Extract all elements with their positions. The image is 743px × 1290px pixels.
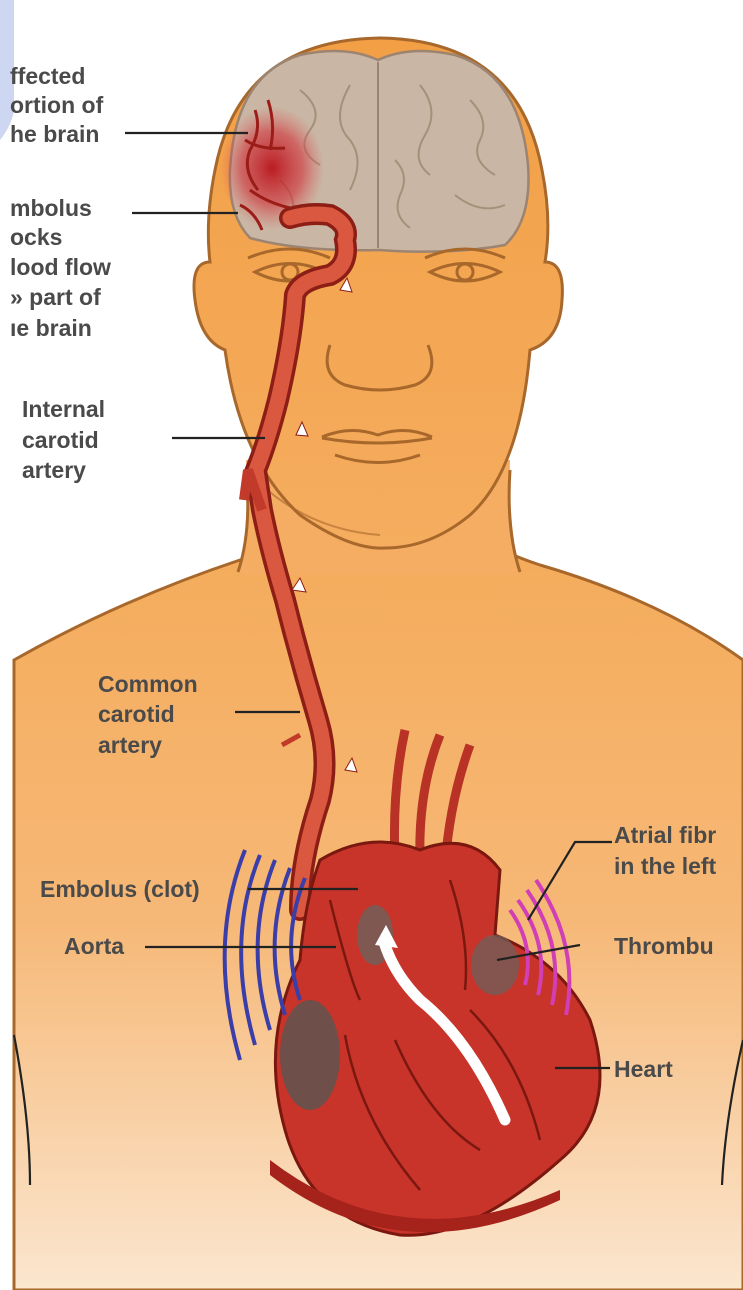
label-atrial-fib-line1: Atrial fibr — [614, 822, 716, 848]
label-affected-line3: he brain — [10, 121, 99, 147]
label-internal-carotid-line3: artery — [22, 457, 86, 483]
label-internal-carotid-line1: Internal — [22, 396, 105, 422]
label-thrombus: Thrombu — [614, 933, 714, 959]
label-heart: Heart — [614, 1056, 673, 1082]
label-internal-carotid-line2: carotid — [22, 427, 99, 453]
label-affected-line2: ortion of — [10, 92, 104, 118]
label-embolus-blocks-line2: ocks — [10, 224, 62, 250]
label-embolus-blocks-line4: » part of — [10, 284, 101, 310]
label-embolus-blocks-line5: ıe brain — [10, 315, 92, 341]
label-embolus-clot: Embolus (clot) — [40, 876, 200, 902]
label-aorta: Aorta — [64, 933, 124, 959]
label-common-carotid-line3: artery — [98, 732, 162, 758]
label-embolus-blocks-line1: mbolus — [10, 195, 92, 221]
label-embolus-blocks-line3: lood flow — [10, 254, 111, 280]
label-common-carotid-line1: Common — [98, 671, 198, 697]
label-affected-line1: ffected — [10, 63, 85, 89]
label-common-carotid-line2: carotid — [98, 701, 175, 727]
label-atrial-fib-line2: in the left — [614, 853, 717, 879]
